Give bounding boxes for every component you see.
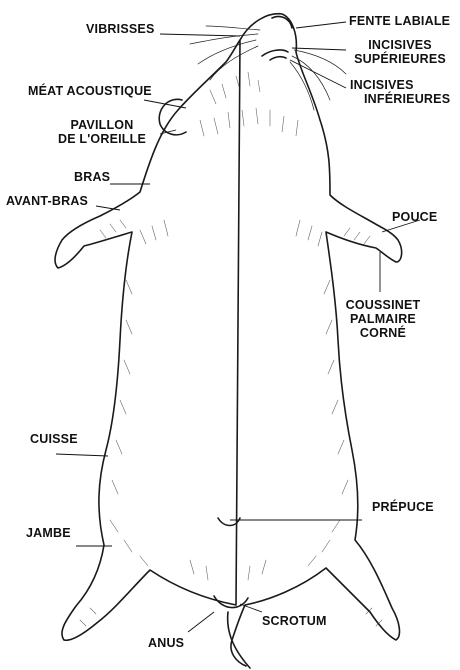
leader-cuisse (56, 454, 108, 456)
label-incisives-superieures-line1: INCISIVES (342, 38, 458, 52)
leader-incisives-inf (290, 60, 346, 88)
leader-vibrisses (160, 34, 240, 36)
label-bras: BRAS (74, 170, 110, 184)
label-scrotum: SCROTUM (262, 614, 327, 628)
label-coussinet-palmaire-corne: COUSSINET PALMAIRE CORNÉ (338, 298, 428, 340)
label-pouce: POUCE (392, 210, 437, 224)
vibrissae-left (190, 26, 260, 80)
mouth-outline (262, 50, 288, 60)
label-pavillon-oreille: PAVILLON DE L'OREILLE (46, 118, 158, 146)
label-fente-labiale: FENTE LABIALE (349, 14, 450, 28)
label-incisives-superieures: INCISIVES SUPÉRIEURES (342, 38, 458, 66)
label-incisives-superieures-line2: SUPÉRIEURES (342, 52, 458, 66)
label-meat-acoustique: MÉAT ACOUSTIQUE (28, 84, 152, 98)
label-vibrisses: VIBRISSES (86, 22, 155, 36)
label-jambe: JAMBE (26, 526, 71, 540)
leader-meat (144, 100, 186, 108)
label-pavillon-line1: PAVILLON (46, 118, 158, 132)
label-cuisse: CUISSE (30, 432, 78, 446)
leader-incisives-sup (292, 48, 346, 50)
label-incisives-inferieures-line2: INFÉRIEURES (350, 92, 450, 106)
label-incisives-inferieures-line1: INCISIVES (350, 78, 450, 92)
label-coussinet-line1: COUSSINET (338, 298, 428, 312)
vibrissae-right (290, 50, 346, 110)
label-prepuce: PRÉPUCE (372, 500, 434, 514)
label-pavillon-line2: DE L'OREILLE (46, 132, 158, 146)
leader-anus (188, 612, 214, 632)
leader-fente-labiale (296, 22, 346, 28)
label-incisives-inferieures: INCISIVES INFÉRIEURES (350, 78, 450, 106)
label-coussinet-line2: PALMAIRE (338, 312, 428, 326)
label-avant-bras: AVANT-BRAS (6, 194, 88, 208)
label-anus: ANUS (148, 636, 184, 650)
label-coussinet-line3: CORNÉ (338, 326, 428, 340)
scrotum-outline (214, 596, 248, 608)
